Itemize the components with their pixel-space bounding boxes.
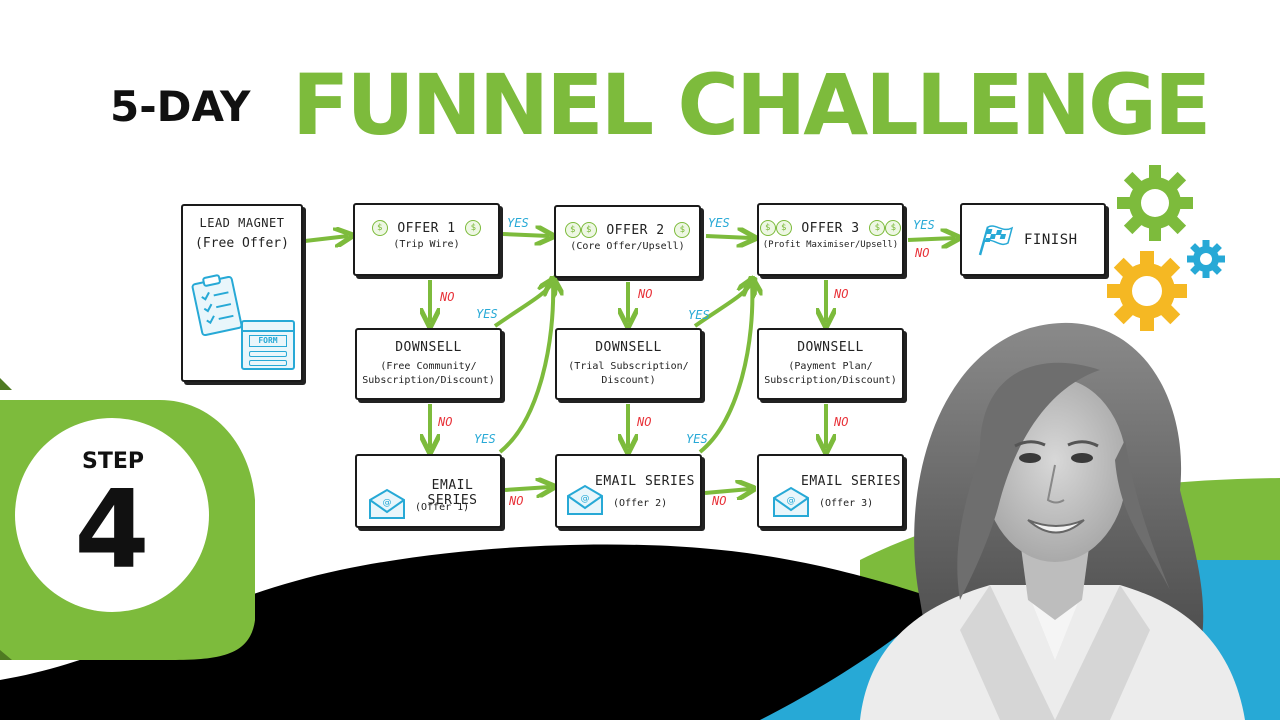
arrow-email1-yes	[498, 282, 553, 454]
label-yes: YES	[708, 216, 730, 230]
downsell-2-line1: (Trial Subscription/	[568, 361, 689, 372]
downsell-3-line2: Subscription/Discount)	[764, 375, 897, 386]
offer-2-subtitle: (Core Offer/Upsell)	[570, 241, 685, 252]
lead-magnet-subtitle: (Free Offer)	[195, 236, 289, 251]
label-yes: YES	[913, 218, 935, 232]
label-no: NO	[509, 494, 524, 508]
dollar-coin-icon: $	[371, 219, 388, 236]
label-no: NO	[915, 246, 930, 260]
offer-1-box: $ OFFER 1 $ (Trip Wire)	[353, 203, 500, 276]
label-no: NO	[637, 415, 652, 429]
dollar-coin-icon: $	[759, 219, 776, 236]
envelope-icon: @	[567, 484, 603, 515]
label-no: NO	[712, 494, 727, 508]
finish-title: FINISH	[1024, 232, 1078, 248]
gear-green-icon	[1117, 165, 1193, 241]
envelope-icon: @	[773, 486, 809, 517]
email-3-title: EMAIL SERIES	[801, 474, 901, 489]
offer-1-subtitle: (Trip Wire)	[393, 239, 460, 250]
downsell-1-box: DOWNSELL (Free Community/ Subscription/D…	[355, 328, 502, 400]
offer-3-box: $$ OFFER 3 $$ (Profit Maximiser/Upsell)	[757, 203, 904, 276]
label-no: NO	[834, 415, 849, 429]
step-label: STEP	[82, 449, 145, 474]
email-2-subtitle: (Offer 2)	[613, 498, 668, 509]
form-label: FORM	[249, 335, 287, 347]
email-2-title: EMAIL SERIES	[595, 474, 695, 489]
email-2-box: @ EMAIL SERIES (Offer 2)	[555, 454, 702, 528]
black-wave	[0, 544, 940, 720]
downsell-2-line2: Discount)	[601, 375, 656, 386]
gears-illustration	[1107, 165, 1225, 331]
lead-magnet-title: LEAD MAGNET	[199, 216, 285, 230]
arrow-email2-yes	[698, 282, 752, 454]
svg-text:@: @	[787, 496, 796, 506]
email-1-box: @ EMAIL SERIES (Offer 1)	[355, 454, 502, 528]
checkered-flag-icon	[978, 225, 1014, 256]
step-circle	[15, 418, 209, 612]
clipboard-icon	[191, 274, 243, 337]
downsell-2-box: DOWNSELL (Trial Subscription/ Discount)	[555, 328, 702, 400]
label-yes: YES	[476, 307, 498, 321]
offer-1-title: OFFER 1	[397, 221, 456, 236]
dollar-coin-icon: $	[885, 219, 902, 236]
dollar-coin-icon: $	[775, 219, 792, 236]
email-3-subtitle: (Offer 3)	[819, 498, 874, 509]
lead-magnet-box: LEAD MAGNET (Free Offer) FORM	[181, 204, 303, 382]
arrow-email1-to-email2	[504, 487, 550, 490]
svg-text:@: @	[581, 494, 590, 504]
downsell-3-title: DOWNSELL	[797, 340, 864, 355]
email-1-subtitle: (Offer 1)	[415, 502, 470, 513]
label-yes: YES	[507, 216, 529, 230]
downsell-3-line1: (Payment Plan/	[788, 361, 873, 372]
email-3-box: @ EMAIL SERIES (Offer 3)	[757, 454, 904, 528]
page-title: FUNNEL CHALLENGE	[292, 56, 1211, 154]
label-no: NO	[440, 290, 455, 304]
arrow-offer2-to-offer3	[705, 236, 751, 238]
arrow-lead-to-offer1	[304, 236, 348, 241]
form-icon: FORM	[241, 320, 295, 370]
arrow-email2-to-email3	[704, 489, 750, 493]
label-no: NO	[438, 415, 453, 429]
email-1-title: EMAIL SERIES	[427, 478, 478, 508]
label-yes: YES	[688, 308, 710, 322]
label-no: NO	[638, 287, 653, 301]
offer-3-subtitle: (Profit Maximiser/Upsell)	[762, 240, 899, 250]
offer-2-title: OFFER 2	[606, 223, 665, 238]
presenter-photo	[860, 322, 1245, 720]
svg-text:@: @	[383, 498, 392, 508]
downsell-3-box: DOWNSELL (Payment Plan/ Subscription/Dis…	[757, 328, 904, 400]
arrow-offer3-to-finish	[907, 238, 955, 240]
label-yes: YES	[474, 432, 496, 446]
dollar-coin-icon: $	[564, 221, 581, 238]
title-prefix: 5-DAY	[110, 82, 251, 131]
envelope-icon: @	[369, 488, 405, 519]
gear-blue-icon	[1187, 240, 1225, 278]
downsell-1-line2: Subscription/Discount)	[362, 375, 495, 386]
downsell-2-title: DOWNSELL	[595, 340, 662, 355]
label-no: NO	[834, 287, 849, 301]
arrow-downsell1-yes	[493, 282, 553, 328]
arrow-offer1-to-offer2	[502, 234, 549, 236]
downsell-1-line1: (Free Community/	[380, 361, 477, 372]
finish-box: FINISH	[960, 203, 1106, 276]
dollar-coin-icon: $	[580, 221, 597, 238]
label-yes: YES	[686, 432, 708, 446]
dollar-coin-icon: $	[465, 219, 482, 236]
dollar-coin-icon: $	[674, 221, 691, 238]
downsell-1-title: DOWNSELL	[395, 340, 462, 355]
dollar-coin-icon: $	[869, 219, 886, 236]
offer-2-box: $$ OFFER 2 $ (Core Offer/Upsell)	[554, 205, 701, 278]
offer-3-title: OFFER 3	[801, 221, 860, 236]
step-number: 4	[74, 468, 150, 593]
